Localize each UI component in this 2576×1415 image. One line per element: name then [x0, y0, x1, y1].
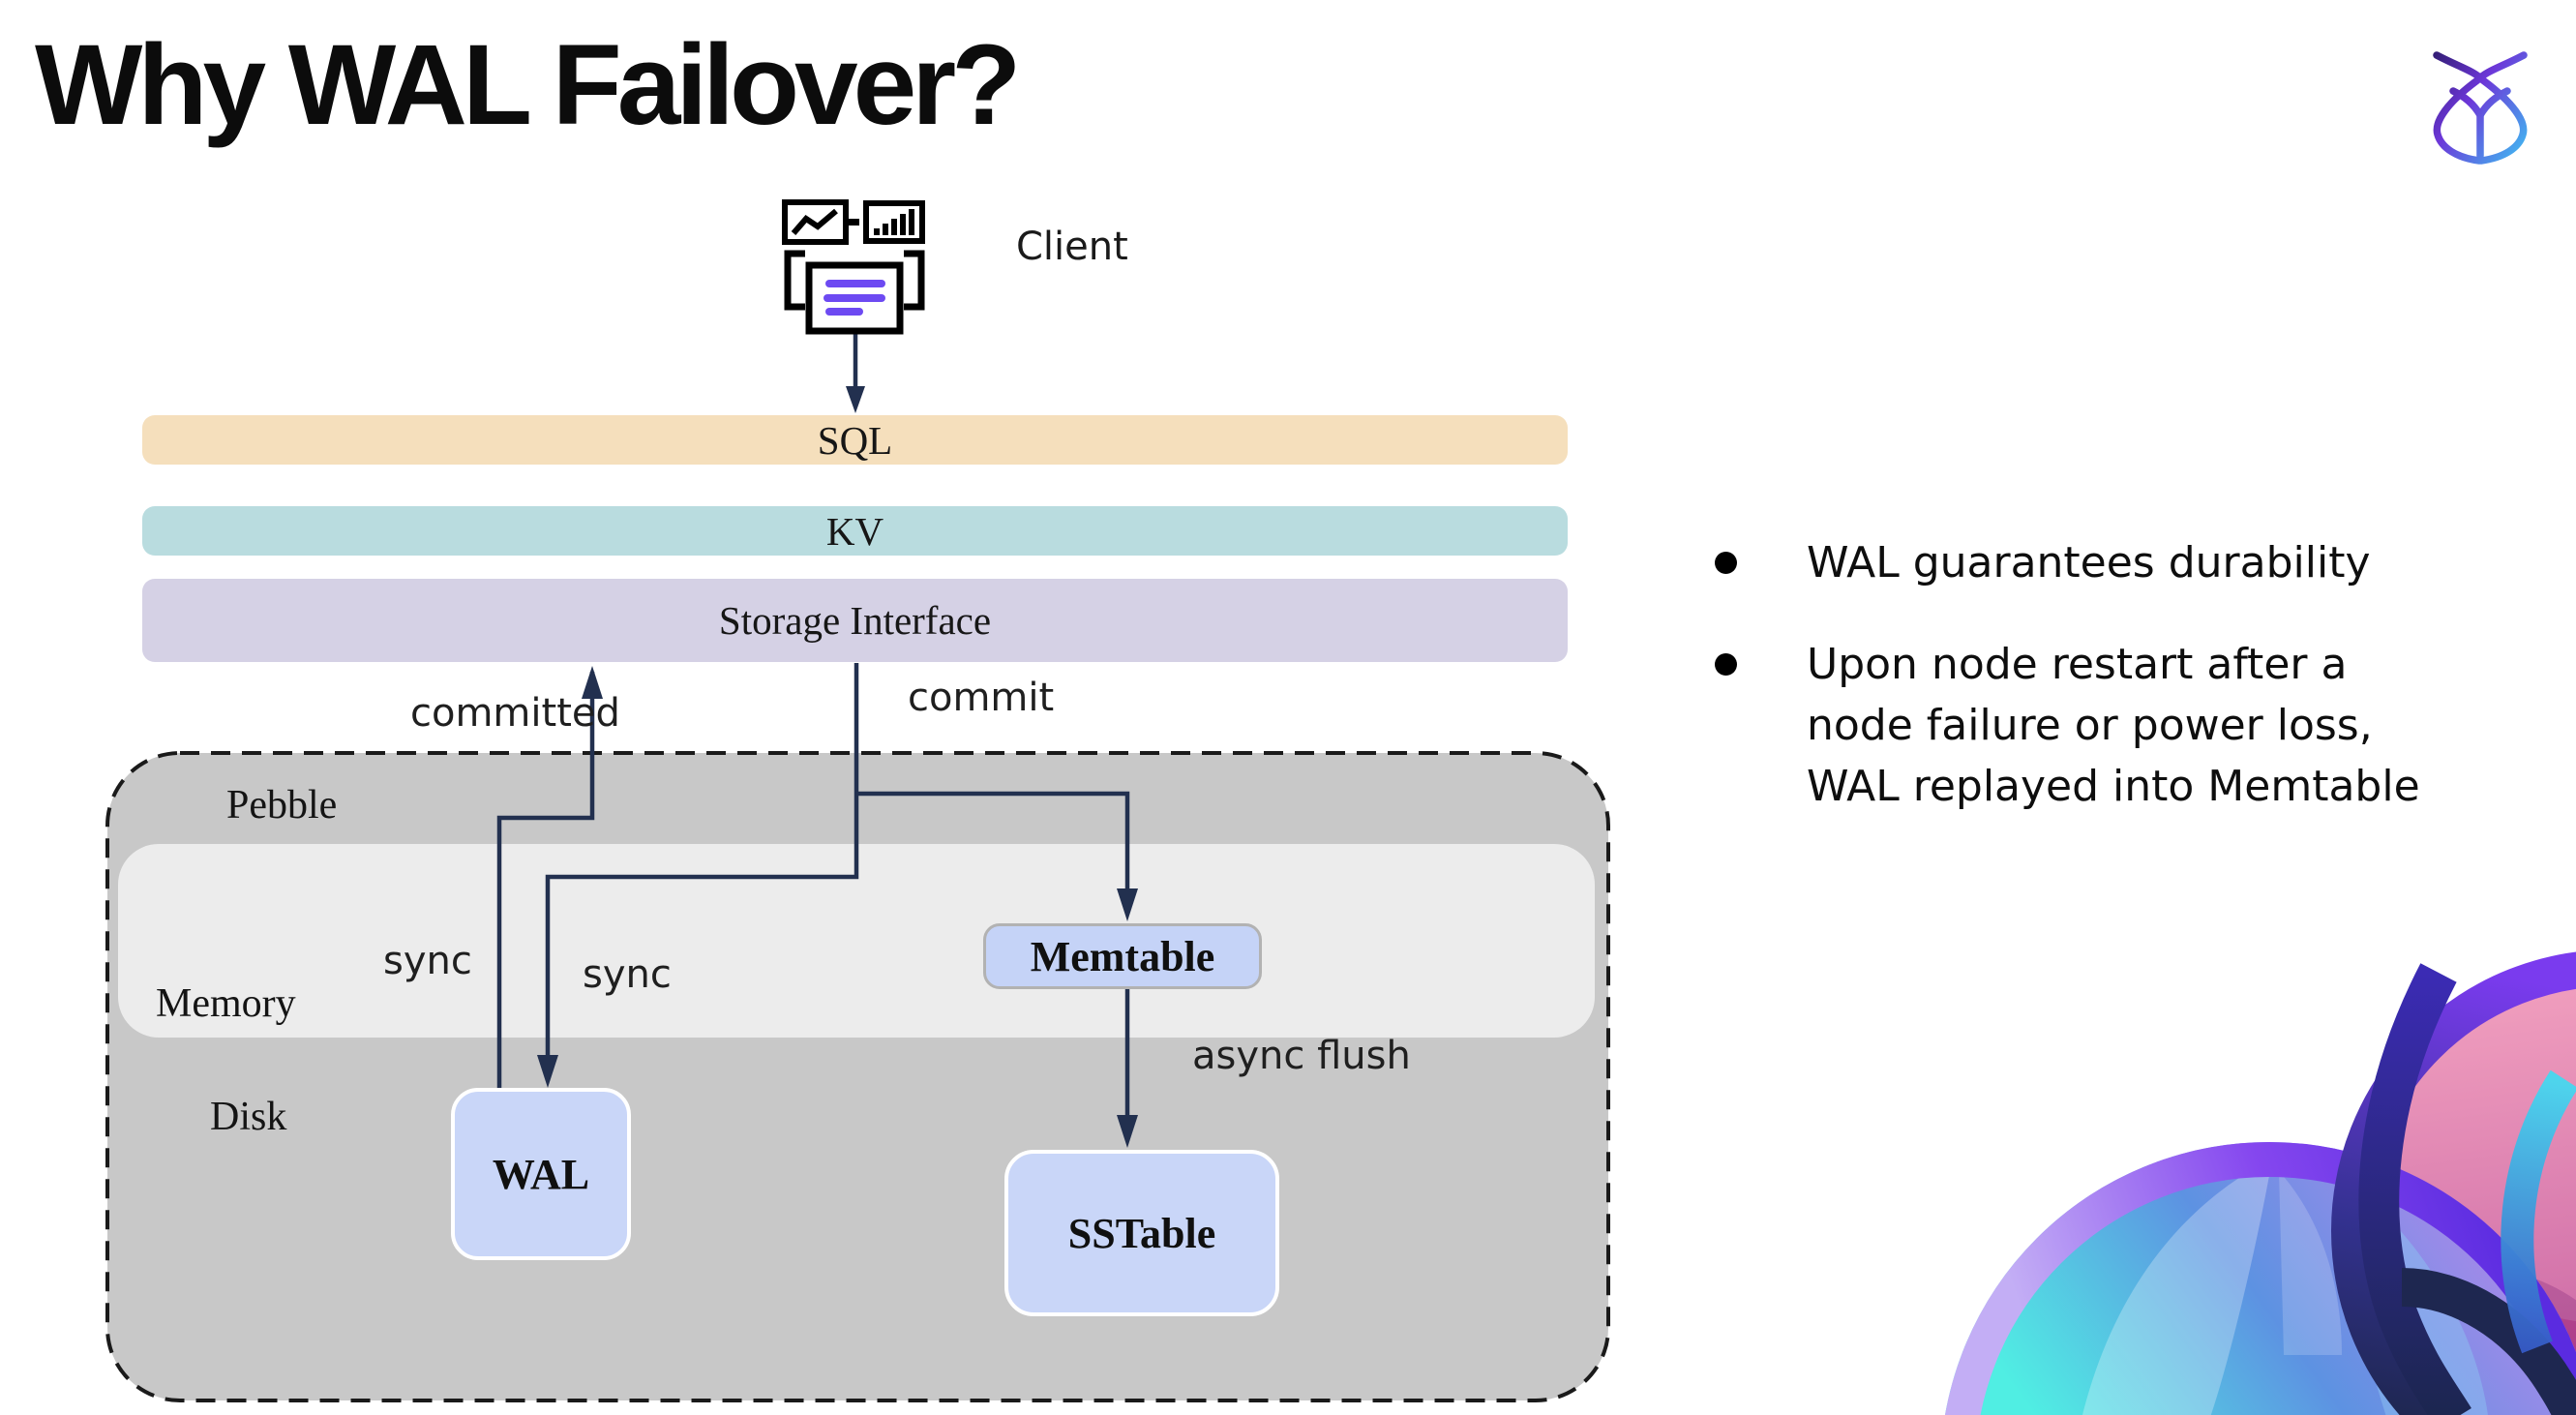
memory-band	[118, 844, 1595, 1038]
bullet-line: Upon node restart after a	[1807, 640, 2348, 689]
layer-bar-storage-interface: Storage Interface	[142, 579, 1568, 662]
bullet-text: WAL guarantees durability	[1807, 532, 2370, 593]
client-label: Client	[1016, 225, 1128, 269]
disk-zone-label: Disk	[210, 1095, 287, 1139]
body-branch-stroke	[2401, 1268, 2576, 1415]
node-sstable-label: SSTable	[1067, 1209, 1216, 1257]
arrowhead-sstable	[1117, 1115, 1138, 1148]
bullet-dot-icon	[1715, 552, 1737, 574]
bullet-line: WAL replayed into Memtable	[1807, 762, 2420, 811]
bullet-dot-icon	[1715, 653, 1737, 676]
layer-bar-sql-label: SQL	[817, 417, 893, 463]
purple-rim-stroke	[1945, 1142, 2576, 1415]
node-memtable: Memtable	[983, 923, 1262, 989]
bullet-line: WAL guarantees durability	[1807, 538, 2371, 587]
pebble-zone-label: Pebble	[226, 783, 338, 828]
layer-bar-storage-label: Storage Interface	[718, 598, 992, 643]
pink-rim-stroke	[2331, 951, 2576, 1415]
page-title: Why WAL Failover?	[35, 21, 1021, 149]
bullet-item: Upon node restart after a node failure o…	[1715, 634, 2508, 817]
decorative-corner-art	[1944, 951, 2576, 1415]
arrowhead-committed	[582, 666, 603, 699]
cockroachdb-logo-icon	[2433, 51, 2528, 165]
bullet-list: WAL guarantees durability Upon node rest…	[1715, 532, 2508, 858]
client-icon	[782, 199, 925, 335]
document-text-lines	[824, 280, 885, 316]
layer-bar-kv: KV	[142, 506, 1568, 556]
connector-dash	[849, 219, 859, 226]
edge-label-sync-committed-path: sync	[383, 939, 472, 983]
node-wal-label: WAL	[492, 1150, 590, 1198]
node-memtable-label: Memtable	[1030, 932, 1215, 980]
layer-bar-kv-label: KV	[825, 508, 884, 554]
edge-commit-memtable	[856, 791, 1130, 892]
right-bracket-icon	[904, 250, 925, 311]
edge-label-committed: committed	[410, 691, 620, 736]
bullet-text: Upon node restart after a node failure o…	[1807, 634, 2420, 817]
line-chart-glyph	[791, 208, 838, 235]
memory-zone-label: Memory	[156, 981, 296, 1026]
edge-label-commit: commit	[908, 676, 1055, 720]
edge-label-sync-commit-path: sync	[583, 952, 672, 997]
bullet-item: WAL guarantees durability	[1715, 532, 2508, 593]
edge-label-async-flush: async flush	[1192, 1034, 1411, 1078]
body-stem-stroke	[2358, 963, 2471, 1415]
edge-commit-sync-wal	[545, 663, 859, 1057]
node-wal: WAL	[451, 1088, 631, 1260]
arrowhead-memtable	[1117, 888, 1138, 921]
connectors	[496, 331, 1138, 1148]
layer-bar-sql: SQL	[142, 415, 1568, 465]
edge-committed	[496, 672, 595, 1090]
arrowhead-client-sql	[846, 386, 865, 413]
bullet-line: node failure or power loss,	[1807, 701, 2373, 750]
left-bracket-icon	[784, 250, 805, 311]
bar-chart-glyph	[874, 209, 914, 235]
node-sstable: SSTable	[1004, 1150, 1279, 1316]
arrowhead-sync-wal	[537, 1055, 558, 1088]
cyan-arc-stroke	[2501, 1069, 2576, 1354]
